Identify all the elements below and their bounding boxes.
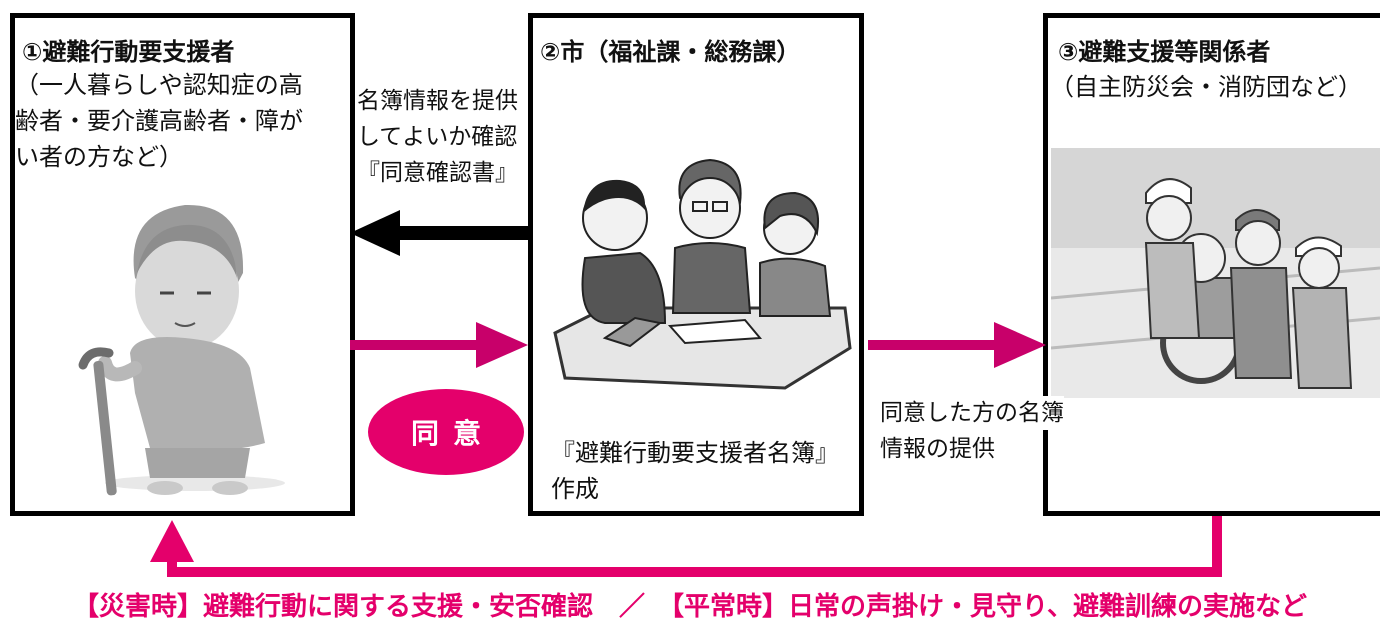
box1-title: ①避難行動要支援者 [22, 38, 235, 66]
box1-desc-line-1: （一人暮らしや認知症の高 [15, 71, 303, 99]
box2-caption-line-1: 『避難行動要支援者名簿』 [551, 439, 839, 467]
box3-title: ③避難支援等関係者 [1058, 38, 1271, 66]
staff-meeting-icon [553, 158, 852, 390]
provide-label-line-2: 情報の提供 [880, 432, 995, 466]
box2-title: ②市（福祉課・総務課） [540, 38, 801, 66]
bottom-support-activities: 【災害時】避難行動に関する支援・安否確認 ／ 【平常時】日常の声掛け・見守り、避… [73, 592, 1307, 622]
confirm-label-line-3: 『同意確認書』 [357, 156, 518, 190]
box-city-office: ②市（福祉課・総務課） 『避難行動要支援者名簿』 作成 [528, 13, 864, 516]
provide-label-line-1: 同意した方の名簿 [880, 396, 1064, 430]
confirm-label-line-1: 名簿情報を提供 [357, 84, 518, 118]
arrow-consent-to-city [350, 322, 528, 368]
box3-desc-line-1: （自主防災会・消防団など） [1050, 73, 1362, 101]
box2-caption-line-2: 作成 [551, 475, 599, 503]
box-person-needing-support: ①避難行動要支援者 （一人暮らしや認知症の高 齢者・要介護高齢者・障が い者の方… [10, 13, 355, 516]
confirm-label-line-2: してよいか確認 [357, 120, 518, 154]
arrow-support-to-person-loop [150, 516, 1222, 577]
rescue-team-icon [1051, 148, 1380, 398]
elderly-woman-icon [78, 204, 285, 496]
box-support-personnel: ③避難支援等関係者 （自主防災会・消防団など） [1043, 13, 1380, 516]
arrow-confirm-to-person [350, 210, 528, 256]
arrow-city-to-support [868, 322, 1046, 368]
consent-badge: 同意 [368, 389, 524, 475]
box1-desc-line-3: い者の方など） [15, 143, 183, 171]
box1-desc-line-2: 齢者・要介護高齢者・障が [15, 107, 303, 135]
